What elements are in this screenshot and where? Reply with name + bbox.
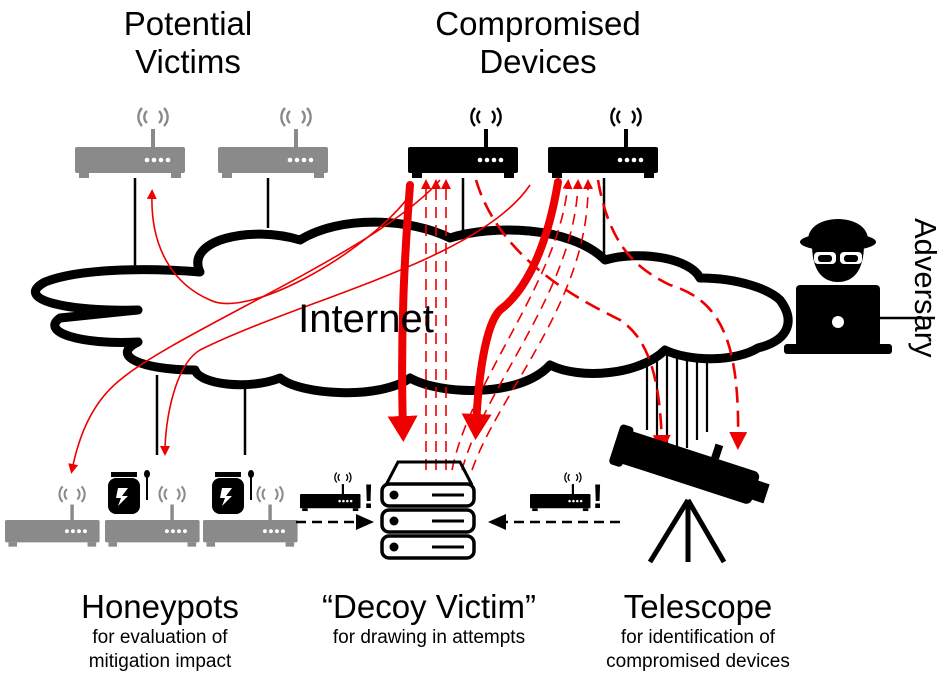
router-icon bbox=[530, 471, 591, 512]
telescope-title: Telescope bbox=[623, 588, 773, 625]
router-icon bbox=[5, 485, 100, 547]
router-icon bbox=[75, 106, 185, 178]
telescope-caption: Telescope for identification of compromi… bbox=[568, 588, 828, 673]
hacker-icon bbox=[800, 219, 876, 282]
telescope-icon bbox=[609, 424, 770, 564]
thin-attack-arrows bbox=[68, 179, 531, 474]
router-icon bbox=[548, 106, 658, 178]
alert-router-right bbox=[530, 471, 591, 512]
honeypots-title: Honeypots bbox=[81, 588, 239, 625]
honeypot-routers bbox=[5, 485, 298, 547]
honeypots-caption: Honeypots for evaluation of mitigation i… bbox=[40, 588, 280, 673]
router-icon bbox=[218, 106, 328, 178]
decoy-victim-caption: “Decoy Victim” for drawing in attempts bbox=[300, 588, 558, 650]
adversary-label: Adversary bbox=[908, 218, 943, 358]
laptop-icon bbox=[784, 285, 892, 354]
compromised-routers bbox=[408, 106, 658, 178]
thick-attack-arrows bbox=[387, 178, 562, 442]
internet-label: Internet bbox=[298, 297, 434, 341]
honeypot-jar-icon bbox=[108, 470, 150, 514]
internet-cloud-icon bbox=[31, 217, 793, 398]
alert-mark: ! bbox=[363, 478, 374, 516]
router-icon bbox=[300, 471, 361, 512]
alert-mark: ! bbox=[592, 478, 603, 516]
server-icon bbox=[380, 460, 476, 560]
connection-lines bbox=[133, 178, 935, 455]
potential-victims-label: Potential Victims bbox=[123, 5, 253, 80]
honeypot-jar-icon bbox=[212, 470, 254, 514]
potential-victim-routers bbox=[75, 106, 328, 178]
alert-router-left bbox=[300, 471, 361, 512]
decoy-victim-title: “Decoy Victim” bbox=[322, 588, 536, 625]
router-icon bbox=[408, 106, 518, 178]
dashed-scan-arrows bbox=[474, 179, 748, 453]
compromised-devices-label: Compromised Devices bbox=[435, 5, 641, 80]
